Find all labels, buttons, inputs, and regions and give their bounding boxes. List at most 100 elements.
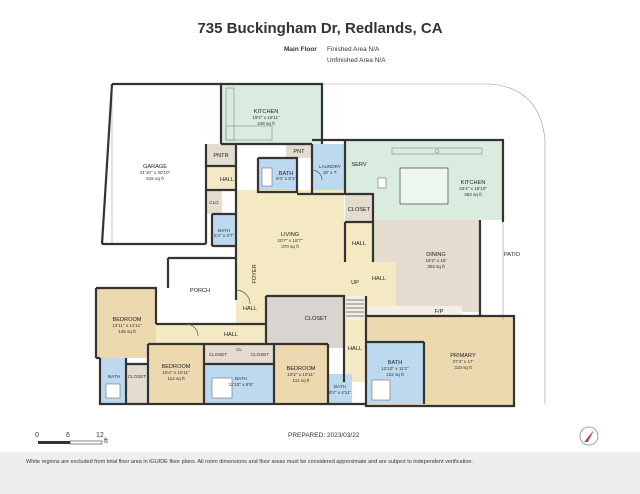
footer-bar (0, 452, 640, 494)
svg-text:12'10" x 11'1": 12'10" x 11'1" (381, 366, 409, 371)
bath-small-label: BATH (218, 228, 230, 233)
bedroom2-label: BEDROOM (162, 364, 191, 370)
bedroom2-area (148, 344, 204, 404)
svg-text:10'4" x 10'11": 10'4" x 10'11" (162, 370, 190, 375)
svg-text:6: 6 (66, 432, 70, 439)
svg-text:10'2" x 10'11": 10'2" x 10'11" (287, 372, 315, 377)
svg-text:615 sq ft: 615 sq ft (146, 176, 164, 181)
living-label: LIVING (281, 232, 299, 238)
primary-label: PRIMARY (450, 353, 476, 359)
hall3-label: HALL (372, 276, 386, 282)
bath3-label: BATH (108, 374, 120, 379)
laundry-area (312, 144, 345, 194)
hall6-label: HALL (348, 346, 362, 352)
cl-area (232, 344, 246, 364)
svg-text:20'7" x 18'7": 20'7" x 18'7" (277, 238, 303, 243)
scale-bar: 0 6 12 ft (35, 432, 108, 445)
hall2-label: HALL (352, 241, 366, 247)
unfinished-area: Unfinished Area N/A (327, 57, 386, 64)
svg-text:370 sq ft: 370 sq ft (281, 244, 299, 249)
svg-text:9'4" x 6'1": 9'4" x 6'1" (276, 176, 296, 181)
closet5-label: CLOSET (251, 352, 270, 357)
closet2-label: CLOSET (305, 316, 328, 322)
serv-area (345, 150, 373, 174)
clo-label: CLO (209, 200, 219, 205)
pnt-area (286, 144, 312, 158)
svg-text:113 sq ft: 113 sq ft (167, 376, 185, 381)
svg-text:12: 12 (96, 432, 104, 439)
fp-label: F/P (435, 309, 444, 315)
closet1-area (345, 194, 373, 222)
kitchen1-area (221, 84, 322, 144)
svg-text:148 sq ft: 148 sq ft (118, 329, 136, 334)
bath-small-area (212, 214, 236, 246)
bedroom3-area (274, 344, 328, 404)
svg-text:8'2" x 4'11": 8'2" x 4'11" (329, 390, 352, 395)
serv-label: SERV (351, 162, 366, 168)
kitchen1-label: KITCHEN (254, 109, 279, 115)
foyer-label: FOYER (252, 264, 258, 283)
svg-text:11'10" x 6'5": 11'10" x 6'5" (229, 382, 254, 387)
walls (94, 82, 516, 408)
svg-text:13'11" x 12'11": 13'11" x 12'11" (112, 323, 142, 328)
closet2-area (266, 296, 344, 348)
dining-area (373, 220, 480, 312)
garage-area (112, 84, 219, 244)
hall5-area (156, 324, 266, 344)
hall1-area (206, 166, 235, 190)
bedroom1-area (96, 288, 156, 358)
closet4-area (204, 344, 232, 364)
bedroom1-label: BEDROOM (113, 317, 142, 323)
pnt-label: PNT (293, 149, 305, 155)
floor-name: Main Floor (284, 46, 317, 53)
fp-area (366, 306, 462, 316)
svg-text:5'4" x 4'7": 5'4" x 4'7" (214, 233, 234, 238)
patio-label: PATIO (504, 252, 521, 258)
living-area (236, 192, 344, 308)
bath1-label: BATH (279, 171, 294, 177)
svg-text:246 sq ft: 246 sq ft (257, 121, 275, 126)
hall2-area (345, 222, 373, 262)
pntr-area (206, 144, 235, 166)
pntr-label: PNTR (213, 153, 228, 159)
dining-label: DINING (426, 252, 446, 258)
svg-text:363 sq ft: 363 sq ft (464, 192, 482, 197)
svg-text:23'4" x 15'10": 23'4" x 15'10" (459, 186, 487, 191)
svg-text:122 sq ft: 122 sq ft (386, 372, 404, 377)
hall4-label: HALL (243, 306, 257, 312)
finished-area: Finished Area N/A (327, 46, 380, 53)
bath5-area (328, 374, 352, 404)
svg-text:10' x 7': 10' x 7' (323, 170, 337, 175)
up-label: UP (351, 280, 359, 286)
laundry-label: LAUNDRY (319, 164, 341, 169)
closet3-area (126, 364, 148, 404)
closet3-label: CLOSET (128, 374, 147, 379)
clo-area (206, 190, 222, 214)
compass-icon (579, 426, 599, 446)
labels: GARAGE 21'10" x 30'10" 615 sq ft KITCHEN… (108, 109, 521, 395)
hall6-area (344, 320, 366, 382)
fixtures (105, 87, 483, 401)
bath5-label: BATH (334, 384, 346, 389)
bath4-label: BATH (235, 376, 247, 381)
svg-text:21'10" x 30'10": 21'10" x 30'10" (140, 170, 171, 175)
svg-text:303 sq ft: 303 sq ft (427, 264, 445, 269)
svg-text:27'4" x 17': 27'4" x 17' (452, 359, 473, 364)
kitchen2-label: KITCHEN (461, 180, 486, 186)
porch-area (168, 258, 236, 324)
svg-text:111 sq ft: 111 sq ft (293, 378, 311, 383)
patio-outline (322, 83, 546, 404)
svg-text:ft: ft (104, 438, 108, 445)
hall5-label: HALL (224, 332, 238, 338)
closet4-label: CLOSET (209, 352, 228, 357)
svg-text:19'2" x 18': 19'2" x 18' (425, 258, 446, 263)
svg-text:19'2" x 18'11": 19'2" x 18'11" (252, 115, 280, 120)
prepared-date: PREPARED: 2023/03/22 (288, 432, 360, 439)
closet1-label: CLOSET (348, 207, 371, 213)
bath2-label: BATH (388, 360, 403, 366)
closet5-area (246, 344, 274, 364)
porch-label: PORCH (190, 288, 210, 294)
page-title: 735 Buckingham Dr, Redlands, CA (197, 20, 443, 37)
svg-text:0: 0 (35, 432, 39, 439)
